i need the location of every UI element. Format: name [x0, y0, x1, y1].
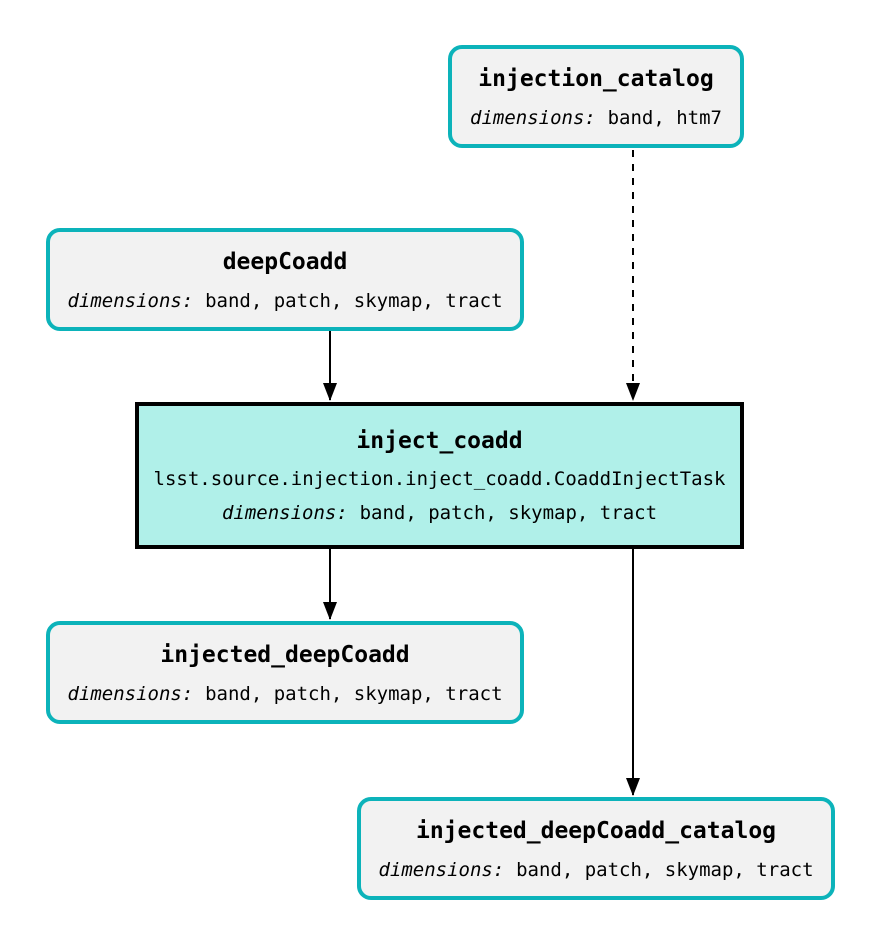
dimensions-label: dimensions:	[67, 289, 194, 312]
node-deepcoadd: deepCoadd dimensions: band, patch, skymap…	[46, 228, 524, 331]
dimensions-label: dimensions:	[470, 106, 596, 129]
dimensions-value: band, patch, skymap, tract	[205, 682, 503, 705]
dimensions-value: band, patch, skymap, tract	[359, 502, 658, 524]
node-dimensions: dimensions: band, patch, skymap, tract	[67, 682, 503, 705]
node-dimensions: dimensions: band, patch, skymap, tract	[378, 858, 814, 881]
node-dimensions: dimensions: band, htm7	[470, 106, 722, 129]
node-injection-catalog: injection_catalog dimensions: band, htm7	[448, 45, 744, 148]
node-title: inject_coadd	[356, 428, 523, 454]
node-inject-coadd: inject_coadd lsst.source.injection.injec…	[135, 402, 744, 549]
dimensions-label: dimensions:	[67, 682, 194, 705]
dimensions-value: band, patch, skymap, tract	[516, 858, 814, 881]
dimensions-label: dimensions:	[221, 502, 348, 524]
node-title: deepCoadd	[222, 248, 348, 275]
node-dimensions: dimensions: band, patch, skymap, tract	[67, 289, 503, 312]
node-title: injected_deepCoadd	[160, 641, 410, 668]
node-title: injection_catalog	[478, 65, 714, 92]
dimensions-value: band, patch, skymap, tract	[205, 289, 503, 312]
dimensions-value: band, htm7	[607, 106, 722, 129]
node-title: injected_deepCoadd_catalog	[415, 817, 777, 844]
node-injected-deepcoadd: injected_deepCoadd dimensions: band, patc…	[46, 621, 524, 724]
node-dimensions: dimensions: band, patch, skymap, tract	[222, 504, 657, 523]
task-class-path: lsst.source.injection.inject_coadd.Coadd…	[153, 468, 726, 490]
dimensions-label: dimensions:	[378, 858, 505, 881]
node-injected-deepcoadd-catalog: injected_deepCoadd_catalog dimensions: ba…	[357, 797, 835, 900]
